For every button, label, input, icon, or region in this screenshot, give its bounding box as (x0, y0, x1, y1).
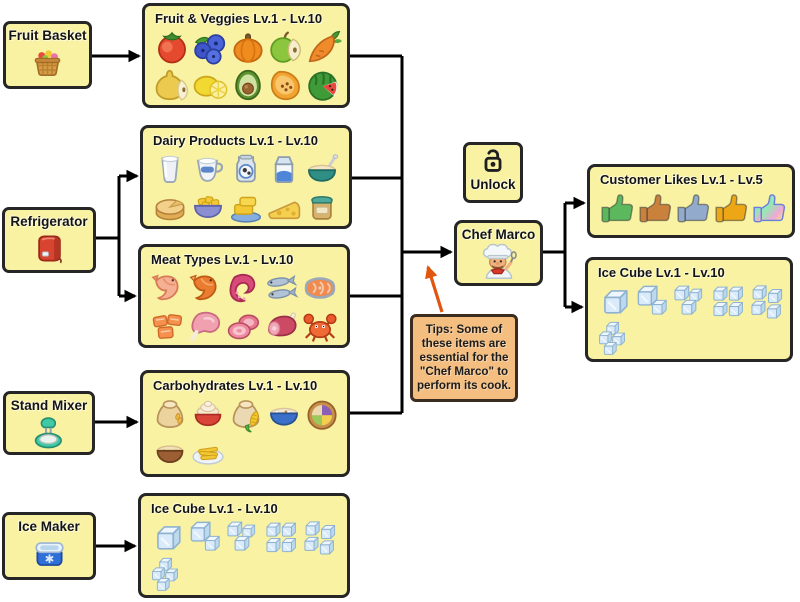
ice-cube-6-icon (596, 320, 634, 358)
unlock-box: Unlock (463, 142, 523, 203)
chef-marco-box: Chef Marco (454, 220, 543, 286)
chain-box-fruit-veggies: Fruit & Veggies Lv.1 - Lv.10 (142, 3, 350, 108)
tips-note: Tips: Some of these items are essential … (410, 314, 518, 402)
output-box-customer-likes: Customer Likes Lv.1 - Lv.5 (587, 164, 795, 238)
chain-box-dairy-products: Dairy Products Lv.1 - Lv.10 (140, 125, 352, 229)
source-box-refrigerator: Refrigerator (2, 207, 96, 273)
ice-cube-6-icon (149, 556, 187, 594)
tips-text: Tips: Some of these items are essential … (416, 322, 512, 393)
corn-sack-icon (227, 395, 265, 433)
chain-title: Meat Types Lv.1 - Lv.10 (151, 252, 294, 267)
thumb-gold-icon (712, 189, 750, 227)
cup-of-milk-icon (189, 150, 227, 188)
porridge-bowl-icon (303, 150, 341, 188)
source-label: Ice Maker (18, 519, 80, 534)
chain-items (143, 394, 347, 471)
pumpkin-icon (229, 28, 267, 66)
blueberries-icon (191, 28, 229, 66)
cheese-jar-icon (303, 188, 341, 226)
cheese-chunks-bowl-icon (189, 188, 227, 226)
ice-cube-5-icon (748, 282, 786, 320)
butter-icon (227, 188, 265, 226)
ice-cube-2-icon (187, 518, 225, 556)
glass-of-milk-icon (151, 150, 189, 188)
thumb-green-icon (598, 189, 636, 227)
ice-cube-4-icon (263, 518, 301, 556)
output-items (590, 188, 792, 227)
output-title: Ice Cube Lv.1 - Lv.10 (598, 265, 725, 280)
output-box-ice-cube: Ice Cube Lv.1 - Lv.10 (585, 257, 793, 362)
ice-maker-icon (31, 535, 68, 572)
source-box-ice-maker: Ice Maker (2, 512, 96, 580)
grain-bowl-icon (303, 395, 341, 433)
cooked-shrimp-icon (187, 269, 225, 307)
lemon-icon (191, 66, 229, 104)
chain-title: Dairy Products Lv.1 - Lv.10 (153, 133, 318, 148)
carrot-icon (305, 28, 343, 66)
chef-marco-label: Chef Marco (461, 227, 536, 242)
fruit-basket-icon (29, 44, 66, 81)
chain-title: Carbohydrates Lv.1 - Lv.10 (153, 378, 318, 393)
chain-items (145, 27, 347, 104)
pasta-plate-icon (189, 433, 227, 471)
flour-sack-icon (151, 395, 189, 433)
cereal-bowl-icon (265, 395, 303, 433)
green-apple-icon (267, 28, 305, 66)
salmon-steak-icon (301, 269, 339, 307)
source-label: Refrigerator (10, 214, 88, 229)
swiss-cheese-icon (265, 188, 303, 226)
thumb-blue-icon (674, 189, 712, 227)
ham-slices-icon (225, 307, 263, 345)
unlock-label: Unlock (470, 177, 516, 192)
ice-cube-1-icon (149, 518, 187, 556)
chef-marco-icon (479, 242, 519, 282)
ice-cube-4-icon (710, 282, 748, 320)
chain-title: Fruit & Veggies Lv.1 - Lv.10 (155, 11, 323, 26)
source-label: Fruit Basket (8, 28, 87, 43)
ham-icon (263, 307, 301, 345)
chain-items (143, 149, 349, 226)
watermelon-icon (305, 66, 343, 104)
dough-bowl-icon (189, 395, 227, 433)
rice-bowl-icon (151, 433, 189, 471)
ice-cube-5-icon (301, 518, 339, 556)
chain-items (141, 517, 347, 594)
chain-box-ice-cube: Ice Cube Lv.1 - Lv.10 (138, 493, 350, 598)
output-items (588, 281, 790, 358)
refrigerator-icon (31, 230, 68, 267)
octopus-icon (225, 269, 263, 307)
cheese-wheel-icon (151, 188, 189, 226)
pork-chop-icon (187, 307, 225, 345)
chain-box-carbohydrates: Carbohydrates Lv.1 - Lv.10 (140, 370, 350, 477)
papaya-icon (267, 66, 305, 104)
output-title: Customer Likes Lv.1 - Lv.5 (600, 172, 763, 187)
tip-pointer-arrow (425, 265, 444, 313)
chain-items (141, 268, 347, 345)
thumb-bronze-icon (636, 189, 674, 227)
crab-icon (301, 307, 339, 345)
ice-cube-3-icon (225, 518, 263, 556)
open-padlock-icon (478, 147, 508, 177)
pear-icon (153, 66, 191, 104)
ice-cube-3-icon (672, 282, 710, 320)
milk-churn-icon (227, 150, 265, 188)
source-box-stand-mixer: Stand Mixer (3, 391, 95, 455)
milk-carton-icon (265, 150, 303, 188)
avocado-icon (229, 66, 267, 104)
ice-cube-1-icon (596, 282, 634, 320)
raw-shrimp-icon (149, 269, 187, 307)
chain-box-meat-types: Meat Types Lv.1 - Lv.10 (138, 244, 350, 348)
source-label: Stand Mixer (10, 398, 88, 413)
ice-cube-2-icon (634, 282, 672, 320)
tomato-icon (153, 28, 191, 66)
stand-mixer-icon (31, 414, 68, 451)
salmon-cubes-icon (149, 307, 187, 345)
chain-title: Ice Cube Lv.1 - Lv.10 (151, 501, 278, 516)
sardines-icon (263, 269, 301, 307)
source-box-fruit-basket: Fruit Basket (3, 21, 92, 89)
thumb-rainbow-icon (750, 189, 788, 227)
